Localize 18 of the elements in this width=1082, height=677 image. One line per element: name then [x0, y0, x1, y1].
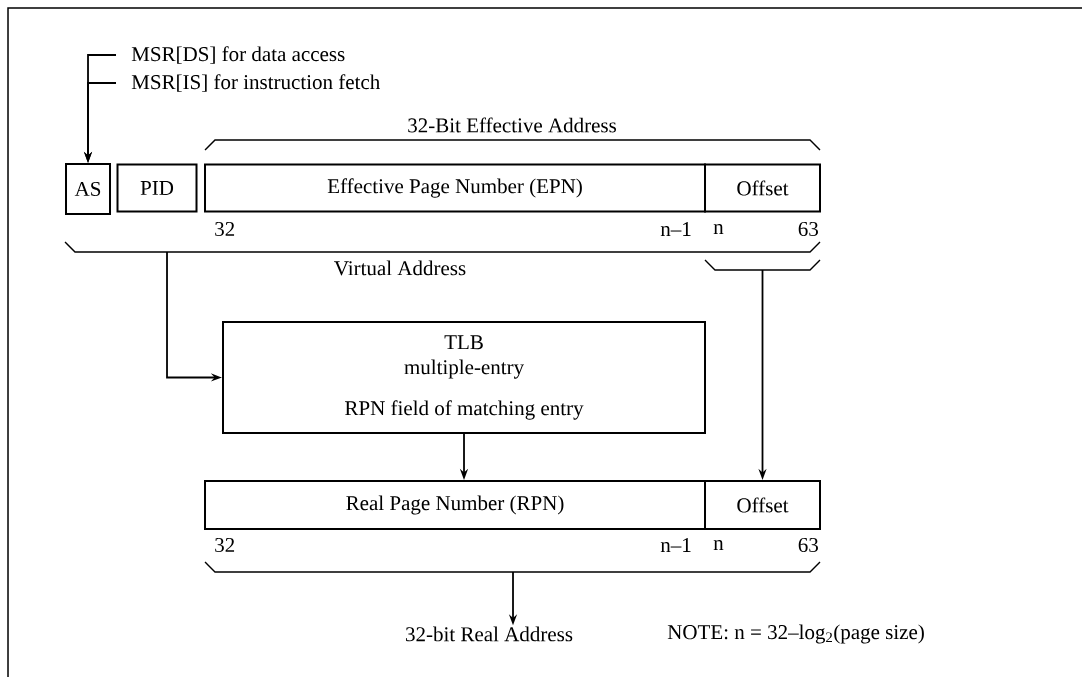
- field-box: Real Page Number (RPN): [204, 480, 706, 530]
- field-box: Offset: [704, 163, 821, 213]
- note: NOTE: n = 32–log$_{2}$(page size): [667, 624, 924, 644]
- field-box: Effective Page Number (EPN): [204, 163, 706, 213]
- field-label: 32-Bit Effective Address: [408, 117, 617, 133]
- text-label: MSR[IS] for instruction fetch: [131, 74, 380, 92]
- text-label: MSR[DS] for data access: [131, 46, 345, 64]
- bit-number: n: [713, 224, 724, 234]
- field-box: Offset: [704, 480, 821, 530]
- bit-number: n: [713, 540, 724, 550]
- field-box: AS: [65, 163, 111, 215]
- tlb-box: TLB multiple-entry RPN field of matching entry: [222, 321, 706, 434]
- bit-number: 32: [215, 221, 235, 237]
- bit-number: n–1: [660, 538, 691, 552]
- bit-number: n–1: [660, 222, 691, 236]
- field-label: Virtual Address: [334, 260, 466, 276]
- text-label: 32-bit Real Address: [406, 626, 573, 642]
- field-box: PID: [116, 163, 198, 213]
